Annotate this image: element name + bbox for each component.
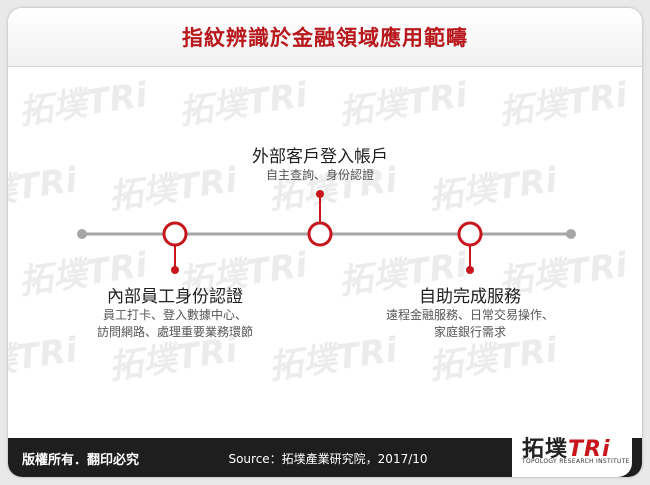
connector-dot-external bbox=[316, 190, 324, 198]
title-bar: 指紋辨識於金融領域應用範疇 bbox=[8, 8, 642, 67]
logo-tri: TRi bbox=[568, 437, 611, 462]
source-text: Source：拓墣產業研究院，2017/10 bbox=[228, 452, 428, 466]
connector-dot-internal bbox=[171, 266, 179, 274]
node-self-service-circle bbox=[457, 221, 483, 247]
node-external: 外部客戶登入帳戶 自主查詢、身份認證 bbox=[220, 142, 420, 184]
logo-wordmark: 拓墣TRi bbox=[522, 431, 611, 463]
timeline-start-dot bbox=[77, 229, 87, 239]
node-external-heading: 外部客戶登入帳戶 bbox=[252, 147, 388, 167]
timeline-end-dot bbox=[566, 229, 576, 239]
node-internal-line-2: 訪問網路、處理重要業務環節 bbox=[96, 325, 253, 339]
node-self-service: 自助完成服務 遠程金融服務、日常交易操作、 家庭銀行需求 bbox=[355, 282, 585, 341]
node-external-circle bbox=[307, 221, 333, 247]
node-self-service-heading: 自助完成服務 bbox=[419, 287, 521, 307]
node-internal: 內部員工身份認證 員工打卡、登入數據中心、 訪問網路、處理重要業務環節 bbox=[60, 282, 290, 341]
node-internal-heading: 內部員工身份認證 bbox=[107, 287, 243, 307]
node-internal-line-1: 員工打卡、登入數據中心、 bbox=[102, 308, 247, 322]
node-internal-circle bbox=[162, 221, 188, 247]
connector-dot-self-service bbox=[466, 266, 474, 274]
slide-card: 指紋辨識於金融領域應用範疇 拓墣TRi 拓墣TRi 拓墣TRi 拓墣TRi 拓墣… bbox=[8, 8, 642, 477]
tri-logo: 拓墣TRi TOPOLOGY RESEARCH INSTITUTE bbox=[512, 425, 632, 477]
node-self-service-line-1: 遠程金融服務、日常交易操作、 bbox=[385, 308, 554, 322]
node-self-service-line-2: 家庭銀行需求 bbox=[433, 325, 506, 339]
logo-subtitle: TOPOLOGY RESEARCH INSTITUTE bbox=[522, 458, 630, 465]
copyright-text: 版權所有．翻印必究 bbox=[22, 453, 140, 468]
node-external-line-1: 自主查詢、身份認證 bbox=[265, 168, 374, 182]
slide-title: 指紋辨識於金融領域應用範疇 bbox=[182, 25, 468, 50]
logo-chinese: 拓墣 bbox=[522, 437, 569, 462]
